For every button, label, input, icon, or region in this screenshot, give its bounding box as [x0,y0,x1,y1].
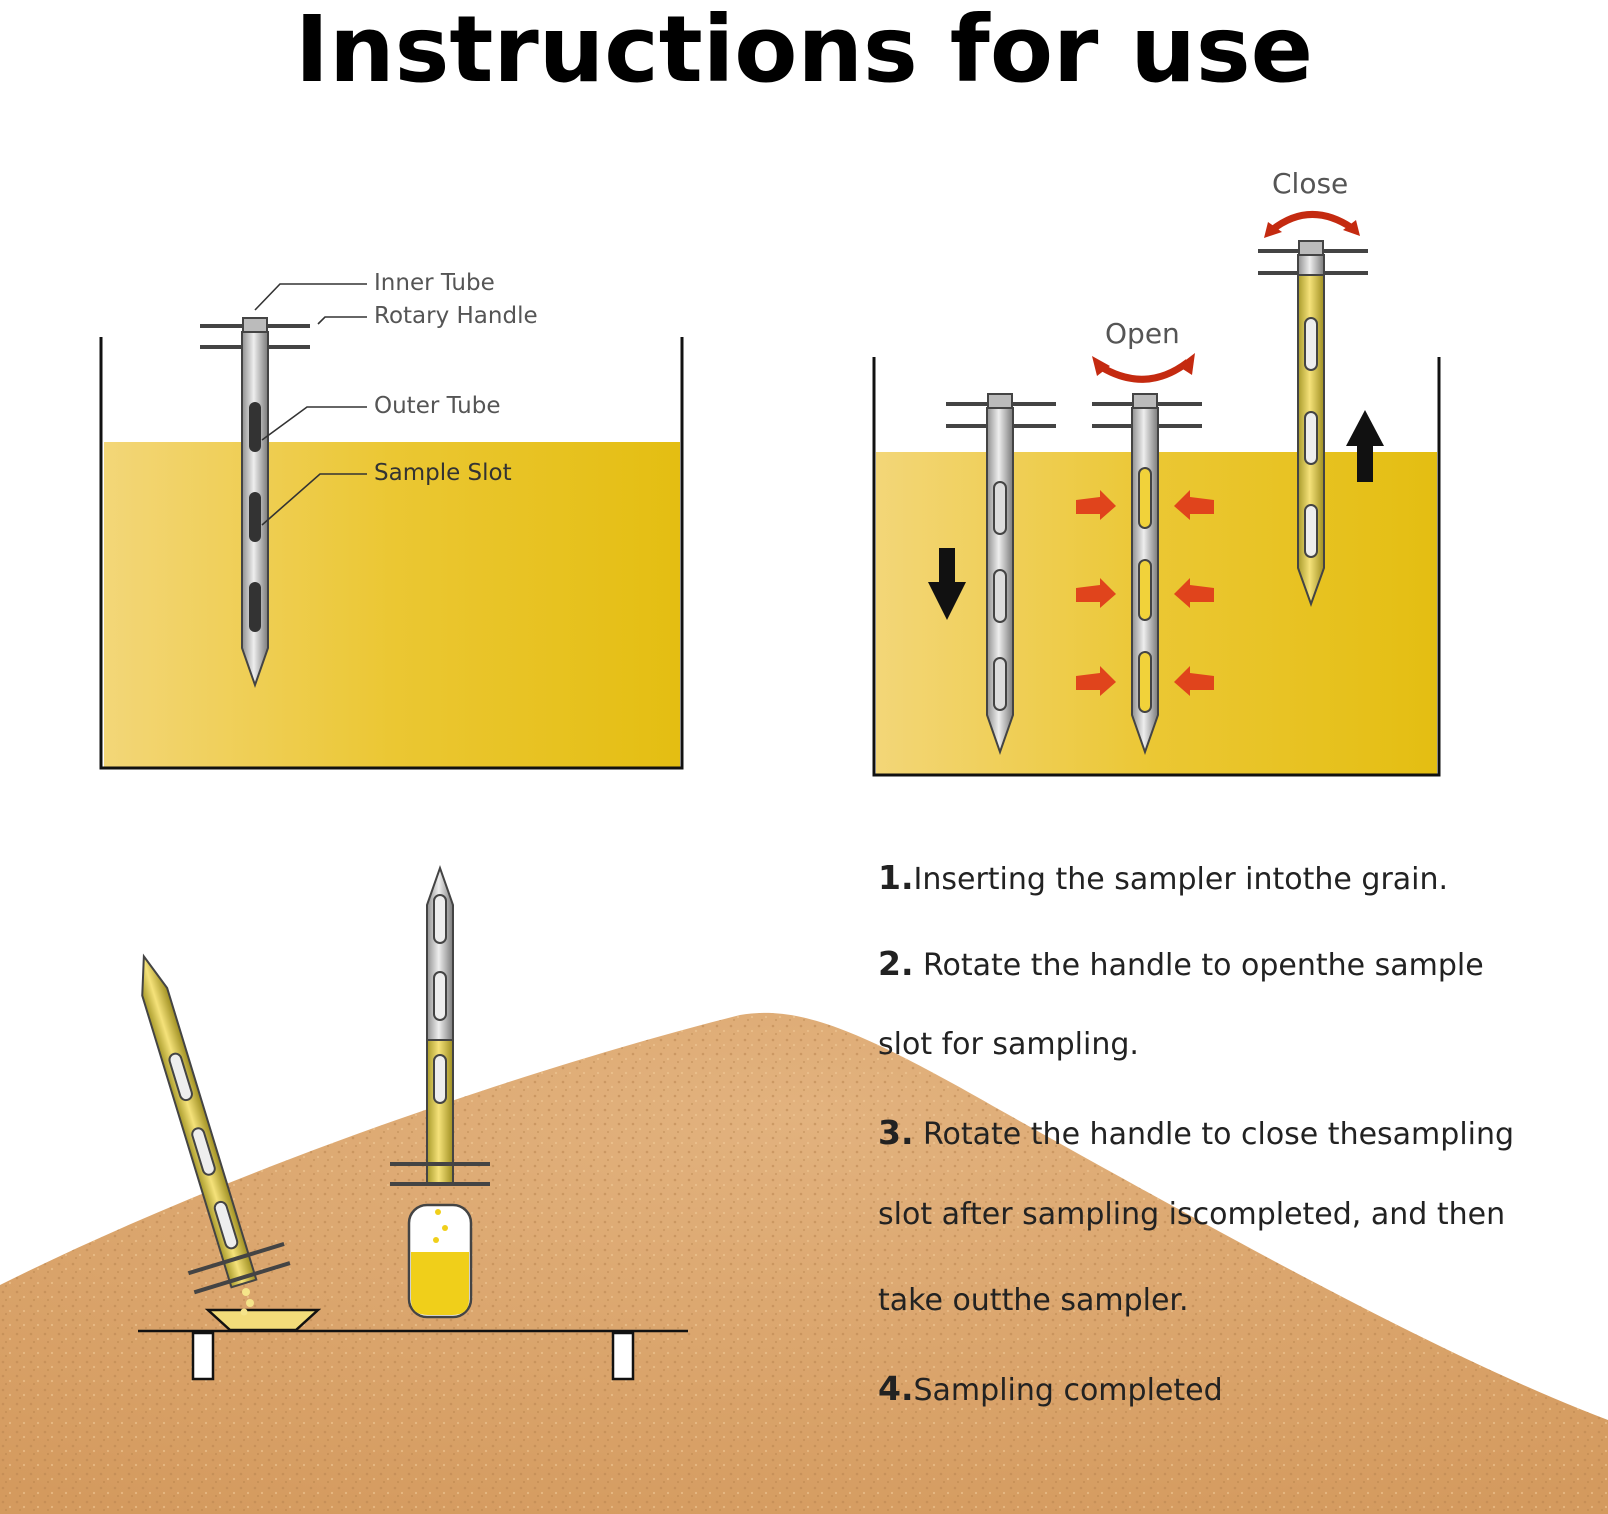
step-1-line-1: Inserting the sampler intothe grain. [913,862,1449,897]
callout-lines [254,283,367,526]
step-3-cont-2: take outthe sampler. [878,1283,1189,1318]
grain-spill [240,1288,254,1316]
label-close: Close [1272,167,1349,200]
step-2-line-1: Rotate the handle to openthe sample [913,948,1484,983]
step-3-number: 3. [878,1113,914,1152]
step-3-line-2: slot after sampling iscompleted, and the… [878,1197,1506,1232]
sampler-upright [390,864,490,1186]
sampler-tilted [141,953,291,1295]
step-3-line-1: Rotate the handle to close thesampling [913,1117,1515,1152]
step-2: 2. Rotate the handle to openthe sample [878,944,1484,983]
step-1: 1.Inserting the sampler intothe grain. [878,858,1448,897]
step-2-line-2: slot for sampling. [878,1027,1139,1062]
label-rotary-handle: Rotary Handle [374,303,538,329]
step-3-cont-1: slot after sampling iscompleted, and the… [878,1197,1505,1232]
down-arrow-icon [928,548,966,620]
step-4-number: 4. [878,1369,914,1408]
inflow-arrows-icon [1076,490,1214,696]
page-title: Instructions for use [294,0,1314,103]
step-2-number: 2. [878,944,914,983]
step-3: 3. Rotate the handle to close thesamplin… [878,1113,1514,1152]
step-4-line-1: Sampling completed [913,1373,1223,1408]
step-3-line-3: take outthe sampler. [878,1283,1189,1318]
label-open: Open [1105,317,1180,350]
step-4: 4.Sampling completed [878,1369,1223,1408]
label-sample-slot: Sample Slot [374,460,512,486]
sampler-inserting [946,393,1056,756]
sample-bottle [407,1203,473,1319]
step-2-cont: slot for sampling. [878,1027,1139,1062]
label-outer-tube: Outer Tube [374,393,501,419]
up-arrow-icon [1346,410,1384,482]
container-left [99,337,684,770]
grain-pile [0,1012,1608,1514]
step-1-number: 1. [878,858,914,897]
sampler-close [1258,240,1368,607]
rotate-close-arrow-icon [1264,211,1360,238]
sampler-left [200,317,310,689]
sampler-open [1092,393,1202,756]
table [138,1308,688,1381]
rotate-open-arrow-icon [1092,353,1195,383]
label-inner-tube: Inner Tube [374,270,495,296]
